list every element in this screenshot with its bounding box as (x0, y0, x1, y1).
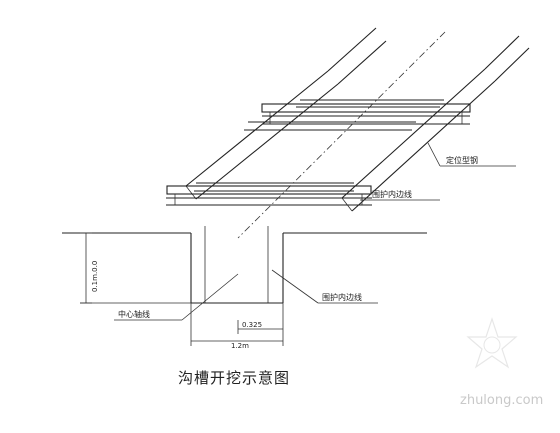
depth-dimension: 0.1m.0.0 (80, 232, 191, 304)
rail-center-guide (237, 31, 446, 239)
positioning-steel-front (166, 185, 372, 206)
bottom-dimensions: 0.325 1.2m (190, 303, 284, 350)
ground-and-trench (62, 226, 427, 304)
positioning-steel-label: 定位型钢 (446, 155, 478, 165)
long-rails (185, 27, 530, 212)
support-inner-edge-top-label: 围护内边线 (372, 189, 412, 199)
watermark: zhulong.com (460, 317, 543, 408)
cross-members (194, 99, 444, 192)
watermark-logo-icon (466, 317, 518, 369)
annotations: 定位型钢 围护内边线 围护内边线 中心轴线 (114, 142, 516, 321)
half-width-label: 0.325 (242, 321, 262, 329)
diagram-title: 沟槽开挖示意图 (178, 369, 290, 387)
support-inner-edge-bottom-label: 围护内边线 (322, 292, 362, 302)
width-label: 1.2m (231, 342, 249, 350)
center-axis-label: 中心轴线 (118, 309, 150, 319)
watermark-text: zhulong.com (460, 393, 543, 408)
positioning-steel-back (261, 103, 471, 125)
depth-dimension-label: 0.1m.0.0 (91, 261, 99, 292)
